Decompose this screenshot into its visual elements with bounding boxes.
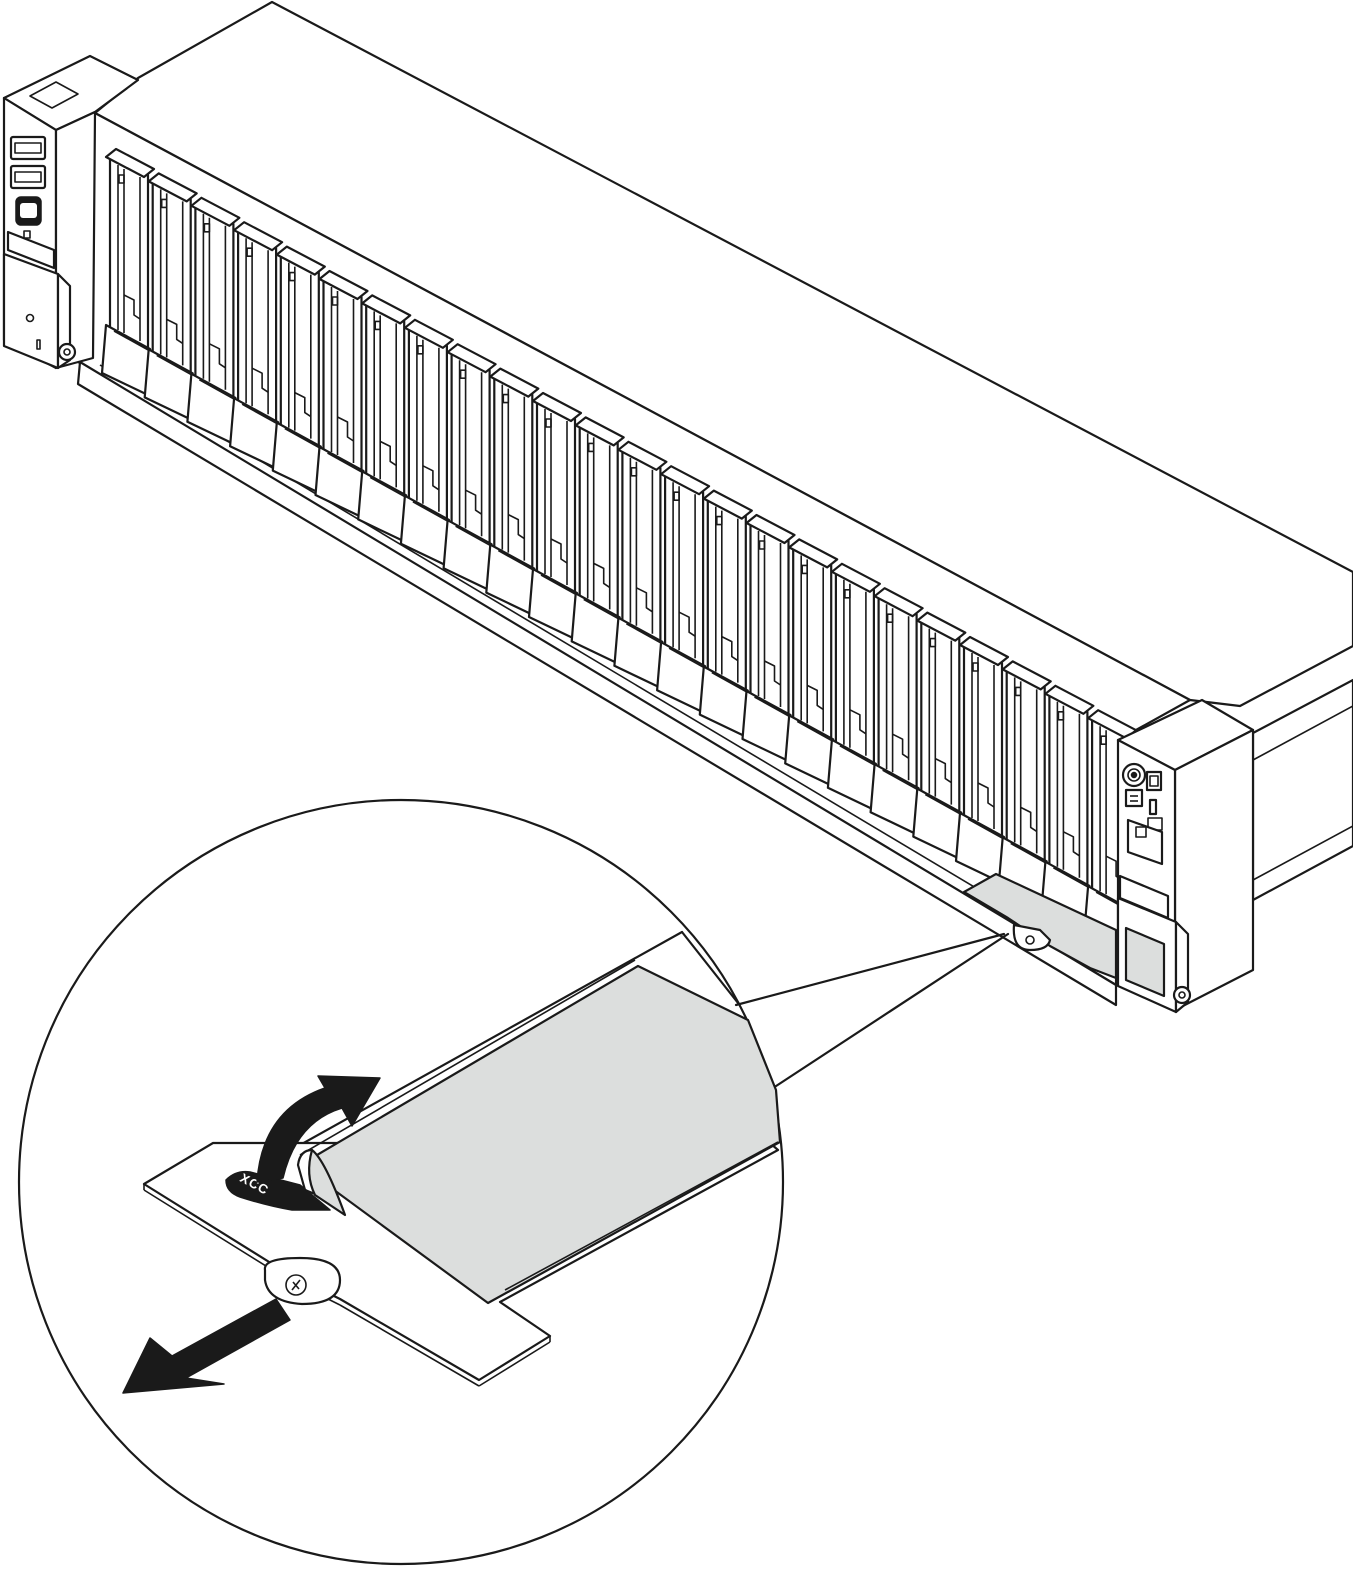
vga-port-icon bbox=[15, 196, 42, 226]
drive-bay[interactable] bbox=[698, 489, 753, 738]
xcc-label-strip: XCC bbox=[225, 1170, 331, 1211]
drive-bay[interactable] bbox=[399, 318, 454, 567]
drive-bay[interactable] bbox=[271, 245, 326, 494]
left-handle-latch[interactable] bbox=[2, 252, 60, 370]
id-button-icon[interactable] bbox=[1145, 770, 1163, 792]
right-rack-handle bbox=[1116, 698, 1255, 1014]
magnifier-circle bbox=[17, 798, 785, 1566]
drive-bay[interactable] bbox=[869, 587, 924, 836]
usb-port-icon bbox=[9, 135, 47, 161]
drive-bay[interactable] bbox=[954, 635, 1010, 885]
drive-bay[interactable] bbox=[357, 294, 412, 543]
drive-bay[interactable] bbox=[527, 391, 583, 641]
drive-bay-group bbox=[100, 147, 1138, 958]
pull-arrow-icon bbox=[122, 1298, 291, 1394]
drive-bay[interactable] bbox=[655, 465, 711, 714]
chassis-right-side bbox=[1251, 678, 1353, 902]
drive-bay[interactable] bbox=[784, 538, 839, 787]
drive-bay[interactable] bbox=[314, 269, 369, 519]
drive-bay[interactable] bbox=[741, 513, 796, 763]
drive-bay[interactable] bbox=[229, 221, 284, 470]
drive-bay[interactable] bbox=[997, 660, 1052, 909]
round-pull-tab[interactable] bbox=[263, 1256, 342, 1306]
server-pull-tab[interactable] bbox=[962, 872, 1118, 980]
pull-tab-grey-sheet[interactable] bbox=[298, 964, 782, 1305]
left-rack-handle bbox=[2, 54, 140, 370]
magnifier-callout bbox=[17, 798, 1010, 1566]
drive-bay[interactable] bbox=[186, 196, 241, 445]
drive-bay[interactable] bbox=[912, 611, 967, 860]
usb-port-icon bbox=[9, 164, 47, 190]
drive-bay[interactable] bbox=[485, 367, 540, 616]
drive-bay[interactable] bbox=[826, 562, 882, 811]
drive-bay[interactable] bbox=[613, 440, 668, 689]
power-button-icon[interactable] bbox=[1121, 762, 1147, 788]
drive-bay[interactable] bbox=[143, 172, 198, 421]
drive-bay[interactable] bbox=[570, 416, 625, 665]
network-activity-icon bbox=[1124, 788, 1144, 808]
drive-bay[interactable] bbox=[442, 343, 497, 592]
drive-bay[interactable] bbox=[100, 147, 156, 397]
zoomed-pull-tab-detail: XCC bbox=[122, 930, 782, 1394]
rotate-arrow-icon bbox=[256, 1075, 381, 1183]
drive-bay[interactable] bbox=[1040, 684, 1095, 933]
chassis-bottom-lip bbox=[76, 360, 1118, 1007]
